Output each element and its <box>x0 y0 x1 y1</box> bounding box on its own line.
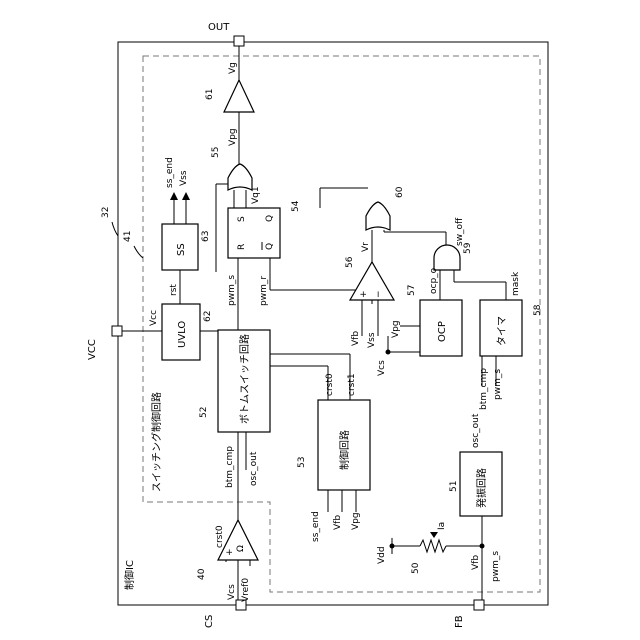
ref-area: 41 <box>123 231 133 242</box>
ref-63: 63 <box>201 231 211 242</box>
pin-vcc-label: VCC <box>87 339 98 360</box>
ref-57: 57 <box>407 285 417 296</box>
ref-52: 52 <box>199 407 209 418</box>
fb-node <box>480 544 485 549</box>
ref-56: 56 <box>345 256 355 268</box>
sig-vq1: Vq1 <box>251 186 261 204</box>
sig-pwm-s-latch: pwm_s <box>227 275 237 306</box>
vcs-node <box>386 350 391 355</box>
sig-osc-out-b: osc_out <box>249 451 259 486</box>
timer-label: タイマ <box>496 316 508 346</box>
sig-rst: rst <box>169 284 179 296</box>
sig-vdd: Vdd <box>377 546 387 564</box>
sig-ocp-o: ocp_o <box>429 267 439 294</box>
sig-ss-end-c: ss_end <box>311 511 321 542</box>
sig-vg: Vg <box>228 62 238 74</box>
signal-labels: Vg Vpg Vq1 Vr ss_end Vss rst Vcc pwm_s p… <box>149 62 521 602</box>
latch-q: Q <box>265 215 275 222</box>
pin-fb <box>474 600 484 610</box>
latch-qbar: Q <box>265 243 275 250</box>
sig-vfb-fb: Vfb <box>471 555 481 570</box>
sig-sw-off: sw_off <box>455 217 465 246</box>
vdd-node <box>390 544 395 549</box>
ref-40: 40 <box>197 568 207 580</box>
sig-vfb-c: Vfb <box>333 515 343 530</box>
pin-out <box>234 36 244 46</box>
sig-pwm-s-fb: pwm_s <box>491 551 501 582</box>
sig-crst1: crst1 <box>347 373 357 396</box>
pin-cs-label: CS <box>204 615 215 628</box>
sig-btm-cmp-timer: btm_cmp <box>479 368 489 410</box>
sig-mask: mask <box>511 271 521 296</box>
sig-btm-cmp: btm_cmp <box>225 446 235 488</box>
sig-vref0: Vref0 <box>241 578 251 602</box>
or-gate-60 <box>366 202 390 230</box>
sig-vpg-ocp: Vpg <box>391 320 401 338</box>
control-label: 制御回路 <box>338 430 351 470</box>
sig-vcs-cmp: Vcs <box>377 360 387 376</box>
sig-vss-top: Vss <box>179 170 189 186</box>
ref-58: 58 <box>533 304 543 316</box>
sig-osc-out: osc_out <box>471 413 481 448</box>
ref-62: 62 <box>203 311 213 322</box>
or-gate-55 <box>228 164 252 190</box>
bottom-switch-label: ボトムスイッチ回路 <box>238 334 251 424</box>
ref-ic: 32 <box>101 207 111 218</box>
ref-51: 51 <box>449 481 459 492</box>
sig-vpg-top: Vpg <box>228 128 238 146</box>
ref-53: 53 <box>297 457 307 468</box>
sig-minus: − <box>374 290 384 298</box>
sig-plus2: + <box>225 548 235 556</box>
sig-vr: Vr <box>361 242 371 252</box>
osc-label: 発振回路 <box>475 468 488 508</box>
ic-label: 制御IC <box>123 560 136 590</box>
sig-plus: + <box>359 290 369 298</box>
ref-ic-leader <box>112 222 118 236</box>
uvlo-label: UVLO <box>177 321 188 348</box>
ia-arrow <box>430 532 438 538</box>
sig-crst0-amp: crst0 <box>215 525 225 548</box>
and-gate-59 <box>434 245 460 270</box>
ref-area-leader <box>134 246 143 258</box>
resistor-symbol <box>420 540 446 552</box>
pin-out-label: OUT <box>208 22 230 33</box>
sig-pwm-r: pwm_r <box>259 276 269 306</box>
sig-vss-cmp: Vss <box>367 332 377 348</box>
pin-vcc <box>112 326 122 336</box>
sig-pwm-s-timer: pwm_s <box>493 369 503 400</box>
area-label: スイッチング制御回路 <box>150 392 163 492</box>
ref-60: 60 <box>395 186 405 198</box>
amp-symbol: Ω <box>236 545 246 552</box>
driver-buffer <box>224 80 254 112</box>
sig-ss-end: ss_end <box>165 157 175 188</box>
latch-r: R <box>237 244 247 250</box>
ref-50: 50 <box>411 562 421 574</box>
ss-label: SS <box>176 243 187 256</box>
sig-ia: Ia <box>437 522 447 530</box>
ref-55: 55 <box>211 147 221 158</box>
sig-vcc-in: Vcc <box>149 310 159 326</box>
ref-54: 54 <box>291 200 301 212</box>
pin-fb-label: FB <box>454 615 465 628</box>
ocp-label: OCP <box>437 321 448 342</box>
ref-61: 61 <box>205 89 215 100</box>
sig-vcs-amp: Vcs <box>227 584 237 600</box>
sig-vpg-c: Vpg <box>351 512 361 530</box>
comparator-56 <box>350 262 394 300</box>
sig-vfb-cmp: Vfb <box>351 331 361 346</box>
sig-crst0: crst0 <box>325 373 335 396</box>
latch-s: S <box>237 216 247 222</box>
